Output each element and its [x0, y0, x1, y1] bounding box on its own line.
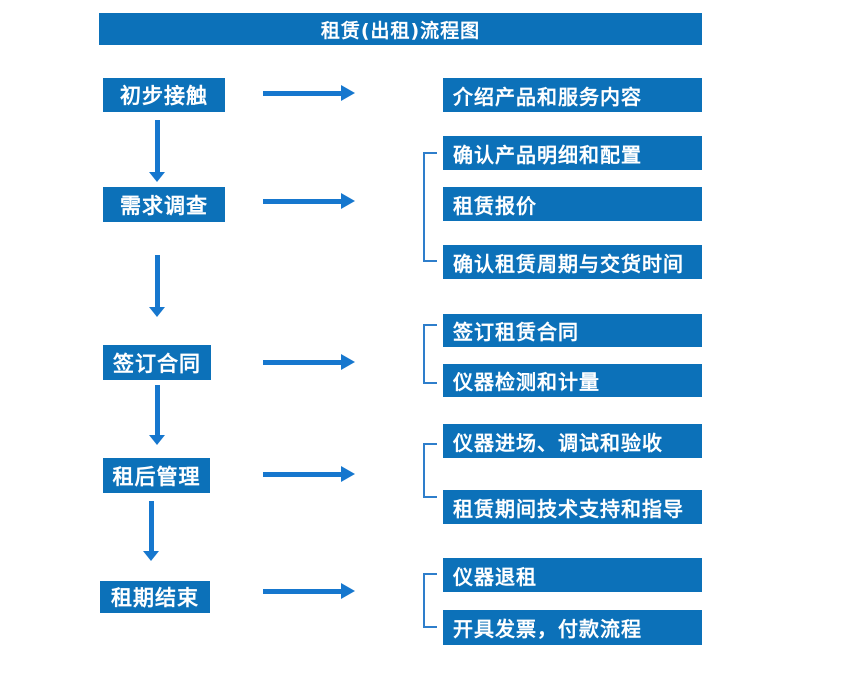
- step-box-sign-contract: 签订合同: [103, 345, 211, 380]
- arrow-shaft: [148, 501, 154, 551]
- down-arrow-4: [143, 501, 159, 561]
- arrow-shaft: [263, 359, 341, 365]
- detail-box-instrument-return: 仪器退租: [443, 558, 702, 592]
- arrow-shaft: [154, 120, 160, 172]
- right-arrow-1: [263, 85, 355, 101]
- arrow-head-icon: [143, 551, 159, 561]
- arrow-shaft: [154, 385, 160, 435]
- group-bracket-3: [423, 324, 437, 384]
- detail-box-confirm-product-config: 确认产品明细和配置: [443, 136, 702, 170]
- arrow-shaft: [263, 471, 341, 477]
- arrow-head-icon: [341, 583, 355, 599]
- arrow-head-icon: [341, 466, 355, 482]
- arrow-head-icon: [149, 172, 165, 182]
- down-arrow-2: [149, 255, 165, 317]
- arrow-shaft: [263, 198, 341, 204]
- right-arrow-4: [263, 466, 355, 482]
- group-bracket-4: [423, 443, 437, 498]
- arrow-shaft: [263, 90, 341, 96]
- detail-box-instrument-testing: 仪器检测和计量: [443, 364, 702, 397]
- detail-box-instrument-setup-acceptance: 仪器进场、调试和验收: [443, 424, 702, 458]
- group-bracket-2: [423, 152, 437, 262]
- arrow-head-icon: [341, 354, 355, 370]
- flowchart-title: 租赁(出租)流程图: [99, 13, 702, 45]
- right-arrow-2: [263, 193, 355, 209]
- right-arrow-3: [263, 354, 355, 370]
- step-box-post-rental-management: 租后管理: [103, 458, 210, 493]
- detail-box-introduce-products: 介绍产品和服务内容: [443, 78, 702, 112]
- detail-box-sign-rental-contract: 签订租赁合同: [443, 314, 702, 347]
- down-arrow-3: [149, 385, 165, 445]
- detail-box-invoice-payment: 开具发票，付款流程: [443, 610, 702, 645]
- arrow-shaft: [154, 255, 160, 307]
- detail-box-rental-quote: 租赁报价: [443, 187, 702, 221]
- step-box-demand-survey: 需求调查: [103, 187, 225, 222]
- step-box-initial-contact: 初步接触: [103, 78, 225, 112]
- detail-box-confirm-period-delivery: 确认租赁周期与交货时间: [443, 245, 702, 279]
- arrow-head-icon: [341, 85, 355, 101]
- down-arrow-1: [149, 120, 165, 182]
- arrow-head-icon: [149, 435, 165, 445]
- arrow-head-icon: [149, 307, 165, 317]
- arrow-shaft: [263, 588, 341, 594]
- arrow-head-icon: [341, 193, 355, 209]
- group-bracket-5: [423, 573, 437, 628]
- right-arrow-5: [263, 583, 355, 599]
- step-box-rental-end: 租期结束: [100, 581, 210, 613]
- detail-box-technical-support: 租赁期间技术支持和指导: [443, 490, 702, 524]
